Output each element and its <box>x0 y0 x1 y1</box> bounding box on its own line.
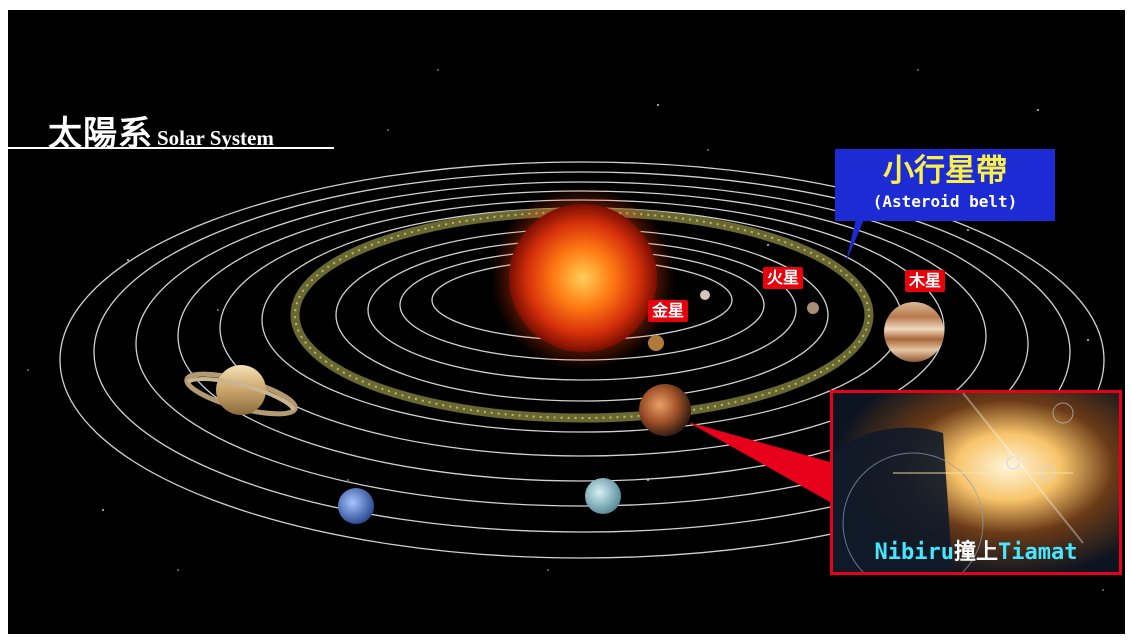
space-illustration <box>27 69 1105 591</box>
caption-nibiru: Nibiru <box>874 540 954 565</box>
saturn <box>184 365 298 417</box>
uranus <box>585 478 621 514</box>
collision-caption: Nibiru撞上Tiamat <box>833 534 1119 566</box>
mercury <box>700 290 710 300</box>
label-mars: 火星 <box>763 267 804 289</box>
collision-inset: Nibiru撞上Tiamat <box>830 390 1122 575</box>
callout-beam <box>688 422 830 502</box>
title-en: Solar System <box>157 126 274 150</box>
tiamat-planet <box>639 384 691 436</box>
belt-pointer <box>846 210 868 262</box>
stars <box>27 69 1104 591</box>
label-venus: 金星 <box>648 300 689 322</box>
caption-middle: 撞上 <box>953 540 998 565</box>
asteroid-belt-callout: 小行星帶 (Asteroid belt) <box>835 149 1055 221</box>
jupiter <box>884 302 944 362</box>
venus <box>648 335 664 351</box>
caption-tiamat: Tiamat <box>998 540 1078 565</box>
title-underline <box>8 147 334 149</box>
mars <box>807 302 819 314</box>
collision-illustration <box>833 393 1119 572</box>
asteroid-belt-zh: 小行星帶 <box>883 153 1007 189</box>
label-jupiter: 木星 <box>905 270 946 292</box>
asteroid-belt-en: (Asteroid belt) <box>872 192 1018 211</box>
neptune <box>338 488 374 524</box>
sun <box>491 186 675 370</box>
